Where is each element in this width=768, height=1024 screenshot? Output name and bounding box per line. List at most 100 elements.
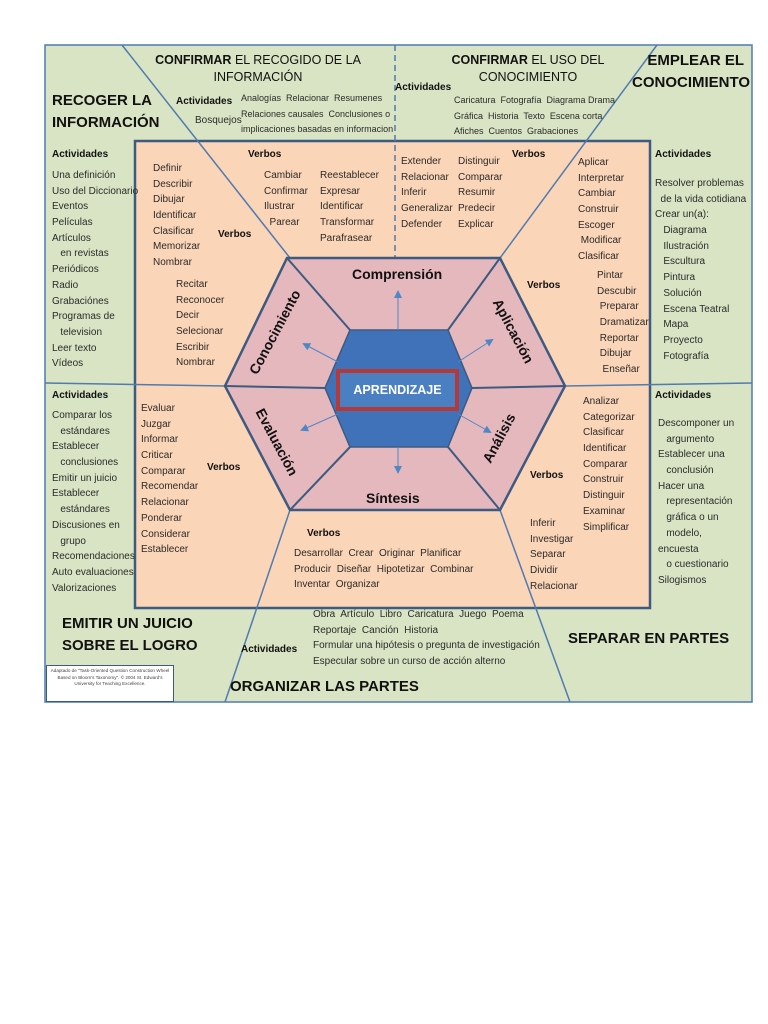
list-item: argumento <box>658 433 715 445</box>
arrows <box>300 290 494 474</box>
list-item: Decir <box>176 310 200 322</box>
list-item: Enseñar <box>597 364 640 376</box>
list-item: Escoger <box>578 219 615 231</box>
divider-left <box>44 382 226 387</box>
list-item: television <box>52 326 103 338</box>
label-verbos: Verbos <box>527 280 561 291</box>
list-item: Considerar <box>141 528 190 540</box>
list-item: Clasificar <box>583 427 625 439</box>
list-item: estándares <box>52 425 110 437</box>
list-item: Una definición <box>52 170 116 181</box>
divider-top-left <box>121 44 291 259</box>
list-item: grupo <box>52 535 86 547</box>
list-item: Descomponer un <box>658 418 735 429</box>
list-item: Inventar Organizar <box>294 579 380 591</box>
list-item: Evaluar <box>141 403 175 414</box>
list-item: conclusión <box>658 465 714 477</box>
list-item: Emitir un juicio <box>52 472 118 484</box>
list-item: Describir <box>153 178 193 190</box>
list-item: Identificar <box>153 210 197 222</box>
list-item: Grabaciónes <box>52 295 109 307</box>
label-verbos: Verbos <box>218 229 252 240</box>
list-item: Analogías Relacionar Resumenes <box>241 93 383 103</box>
list-item: Clasificar <box>153 225 195 237</box>
list-item: Selecionar <box>176 326 224 338</box>
list-item: Establecer <box>52 488 100 500</box>
list-item: Defender <box>401 218 443 230</box>
list-item: Recomendaciones <box>52 551 135 563</box>
list-item: Hacer una <box>658 480 705 492</box>
list-item: Confirmar <box>264 185 308 197</box>
list-item: Explicar <box>458 218 494 230</box>
list-item: Programas de <box>52 311 115 323</box>
list-item: Establecer <box>52 441 100 453</box>
list-item: Películas <box>52 217 93 229</box>
list-item: Ilustración <box>655 240 709 252</box>
list-item: Nombrar <box>176 357 215 369</box>
list-item: Memorizar <box>153 241 201 253</box>
list-item: Generalizar <box>401 203 453 215</box>
label-actividades: Actividades <box>176 96 233 107</box>
label-verbos: Verbos <box>307 528 341 539</box>
label-actividades: Actividades <box>655 149 712 160</box>
list-item: Criticar <box>141 450 173 462</box>
list-item: Modificar <box>578 235 622 247</box>
list-item: Reestablecer <box>320 170 379 181</box>
credit-box: Adaptado de "Task-Oriented Question Cons… <box>46 665 174 702</box>
list-item: Investigar <box>530 533 574 545</box>
list-item: Valorizaciones <box>52 582 117 594</box>
label-verbos: Verbos <box>530 470 564 481</box>
list-item: Distinguir <box>583 490 625 502</box>
list-item: Radio <box>52 279 79 291</box>
list-item: Identificar <box>583 443 627 455</box>
list-item: Simplificar <box>583 521 630 533</box>
list-item: Identificar <box>320 201 364 213</box>
list-item: Construir <box>578 204 619 216</box>
list-item: Transformar <box>320 217 375 229</box>
list-item: Producir Diseñar Hipotetizar Combinar <box>294 563 474 575</box>
list-item: Reportaje Canción Historia <box>313 624 439 636</box>
list-item: modelo, <box>658 527 702 539</box>
list-item: Examinar <box>583 505 626 517</box>
label-verbos: Verbos <box>207 462 241 473</box>
list-item: Predecir <box>458 203 496 215</box>
list-item: Discusiones en <box>52 519 120 531</box>
list-item: Aplicar <box>578 157 609 168</box>
list-item: representación <box>658 496 733 508</box>
list-item: Parafrasear <box>320 232 373 244</box>
list-item: Construir <box>583 474 624 486</box>
list-item: Relacionar <box>141 497 189 509</box>
list-item: Comparar <box>583 458 628 470</box>
list-item: Auto evaluaciones <box>52 566 134 578</box>
center-frame <box>336 369 459 411</box>
list-item: Artículos <box>52 232 91 244</box>
list-item: Dibujar <box>597 348 632 360</box>
divider-bottom-left <box>224 509 291 703</box>
label-actividades: Actividades <box>241 644 298 655</box>
list-item: Pintar <box>597 270 624 281</box>
list-item: Descubir <box>597 285 637 297</box>
list-item: o cuestionario <box>658 559 729 571</box>
list-item: Nombrar <box>153 257 192 269</box>
list-item: Reconocer <box>176 294 225 306</box>
list-item: Silogismos <box>658 574 707 586</box>
list-item: Distinguir <box>458 156 500 167</box>
list-item: Crear un(a): <box>655 209 709 221</box>
list-item: conclusiones <box>52 457 119 469</box>
hexagon-spokes <box>224 257 566 511</box>
heading-organizar: ORGANIZAR LAS PARTES <box>230 678 419 695</box>
list-item: Dibujar <box>153 194 185 206</box>
list-item: Vídeos <box>52 358 84 370</box>
list-item: Dividir <box>530 565 558 577</box>
segment-sintesis: Síntesis <box>366 490 420 506</box>
list-item: Fotografía <box>655 350 709 362</box>
